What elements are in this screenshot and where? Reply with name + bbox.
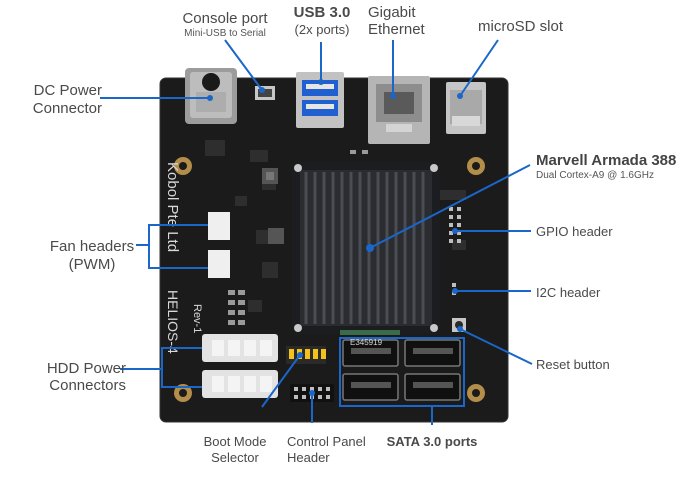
dc-power-jack — [185, 68, 237, 124]
label-i2c: I2C header — [536, 285, 601, 300]
label-usb-sub: (2x ports) — [294, 22, 350, 37]
label-microsd: microSD slot — [478, 18, 564, 35]
sata-callout-box — [339, 337, 465, 407]
label-dc-line1: DC Power — [33, 82, 102, 99]
hdd-power-connectors — [202, 334, 278, 398]
fan-header-connectors — [208, 212, 230, 278]
usb3-ports — [296, 72, 344, 128]
callout-lines — [100, 39, 533, 425]
label-gigabit-line1: Gigabit — [368, 4, 416, 21]
label-control-panel-line1: Control Panel — [287, 434, 366, 449]
heatsink — [292, 162, 440, 335]
label-boot-line2: Selector — [211, 450, 259, 465]
board-rev-print: Rev-1 — [191, 304, 203, 333]
label-control-panel-line2: Header — [287, 450, 330, 465]
label-boot-line1: Boot Mode — [203, 434, 267, 449]
label-fan-line2: (PWM) — [68, 256, 116, 273]
mini-usb-port — [255, 86, 275, 100]
label-console-port: Console port — [182, 10, 268, 27]
label-fan-line1: Fan headers — [49, 238, 135, 255]
label-sata: SATA 3.0 ports — [386, 434, 478, 449]
boot-mode-switch — [286, 346, 326, 364]
board-model-print: HELIOS-4 — [165, 290, 181, 354]
label-hdd-line1: HDD Power — [46, 360, 126, 377]
label-dc-line2: Connector — [32, 100, 102, 117]
label-usb-title: USB 3.0 — [293, 4, 351, 21]
callout-dots — [207, 79, 463, 396]
board-brand-print: Kobol Pte Ltd — [164, 162, 181, 252]
label-gigabit-line2: Ethernet — [368, 21, 425, 38]
label-gpio: GPIO header — [536, 224, 613, 239]
label-cpu-title: Marvell Armada 388 — [536, 152, 677, 169]
label-cpu-sub: Dual Cortex-A9 @ 1.6GHz — [536, 170, 654, 181]
label-reset: Reset button — [536, 357, 610, 372]
label-hdd-line2: Connectors — [49, 377, 126, 394]
label-console-port-sub: Mini-USB to Serial — [184, 28, 266, 39]
ethernet-jack — [368, 76, 430, 144]
chip-code-print: E345919 — [350, 338, 383, 347]
gpio-header-pins — [449, 207, 461, 243]
microsd-slot — [446, 82, 486, 134]
sata-ports — [342, 339, 461, 401]
